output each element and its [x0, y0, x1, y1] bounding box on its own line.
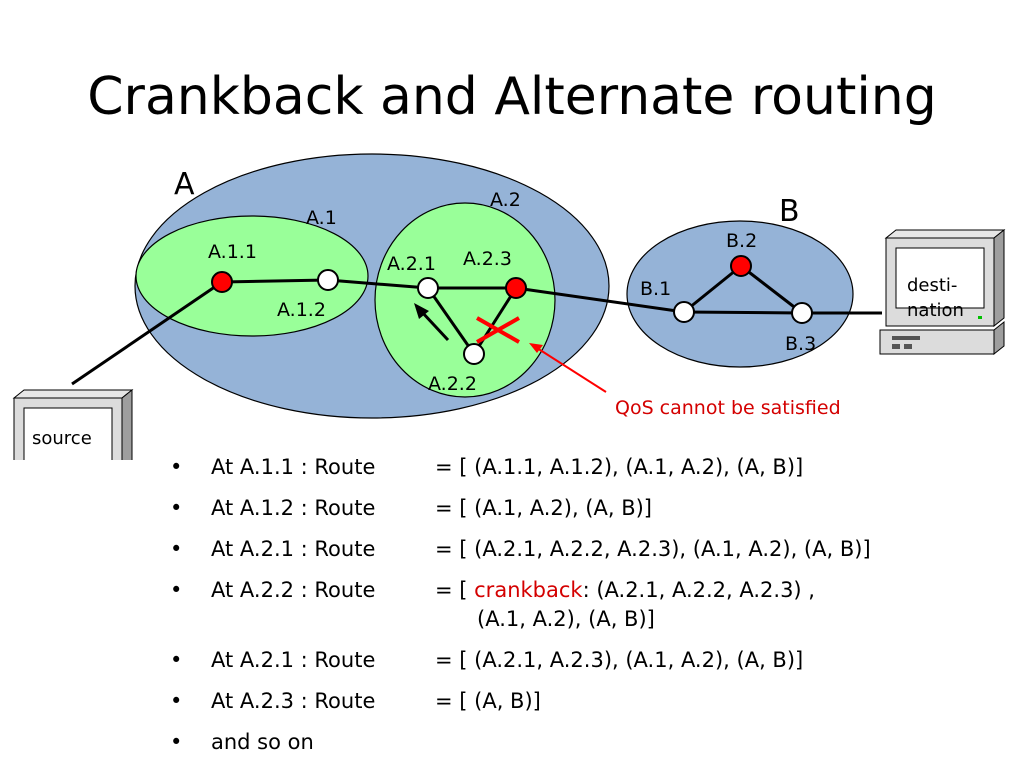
label-area-a1: A.1: [306, 207, 337, 229]
bullet-marker: •: [170, 648, 183, 672]
node-a21: [417, 277, 439, 299]
bullet-route: = [ (A, B)]: [435, 689, 541, 713]
bullet-label: At A.1.2 : Route: [211, 496, 376, 520]
label-destination-line2: nation: [907, 300, 964, 321]
bullet-route: = [ crankback: (A.2.1, A.2.2, A.2.3) ,: [435, 576, 815, 605]
node-a23: [505, 277, 527, 299]
link-a11-a12: [221, 278, 329, 284]
label-node-b3: B.3: [785, 333, 816, 355]
failure-x-mark: [476, 316, 520, 344]
link-source-a11: [71, 280, 223, 386]
node-b2: [730, 255, 752, 277]
label-domain-a: A: [174, 167, 195, 202]
route-list: • At A.1.1 : Route = [ (A.1.1, A.1.2), (…: [170, 453, 1010, 769]
route-prefix: = [: [435, 578, 475, 602]
bullet-marker: •: [170, 730, 183, 754]
annotation-pointer-head: [529, 343, 543, 353]
bullet-marker: •: [170, 537, 183, 561]
source-computer-icon: [12, 388, 134, 460]
label-node-a11: A.1.1: [208, 241, 257, 263]
node-b1: [673, 301, 695, 323]
bullet-route: = [ (A.2.1, A.2.2, A.2.3), (A.1, A.2), (…: [435, 537, 871, 561]
label-domain-b: B: [779, 194, 800, 229]
crankback-highlight: crankback: [474, 578, 583, 602]
bullet-label: At A.2.3 : Route: [211, 689, 376, 713]
list-item: • At A.2.3 : Route = [ (A, B)]: [170, 687, 1010, 716]
domain-b: [626, 220, 854, 368]
bullet-label: At A.2.2 : Route: [211, 578, 376, 602]
bullet-label: and so on: [211, 730, 314, 754]
label-node-b2: B.2: [726, 230, 757, 252]
link-b1-b2: [683, 264, 742, 314]
bullet-marker: •: [170, 578, 183, 602]
label-qos: QoS cannot be satisfied: [615, 397, 841, 419]
bullet-label: At A.2.1 : Route: [211, 648, 376, 672]
node-b3: [791, 302, 813, 324]
network-diagram: A B A.1 A.2 A.1.1 A.1.2 A.2.1 A.2.3 A.2.…: [12, 153, 1006, 460]
link-a21-a22: [426, 287, 476, 355]
label-area-a2: A.2: [490, 189, 521, 211]
list-item: • At A.1.1 : Route = [ (A.1.1, A.1.2), (…: [170, 453, 1010, 482]
node-a11: [211, 271, 233, 293]
bullet-route: = [ (A.1, A.2), (A, B)]: [435, 496, 652, 520]
label-node-a21: A.2.1: [387, 253, 436, 275]
crankback-arrow: [419, 309, 450, 342]
label-source: source: [32, 428, 92, 449]
node-a22: [463, 343, 485, 365]
link-b1-b3: [683, 310, 803, 315]
area-a1: [135, 215, 369, 337]
area-a2: [374, 202, 556, 398]
label-node-b1: B.1: [640, 278, 671, 300]
route-continuation: (A.1, A.2), (A, B)]: [477, 607, 655, 631]
route-rest: : (A.2.1, A.2.2, A.2.3) ,: [582, 578, 815, 602]
list-item: • At A.2.1 : Route = [ (A.2.1, A.2.3), (…: [170, 646, 1010, 675]
link-a12-a21: [327, 278, 429, 290]
label-node-a23: A.2.3: [463, 248, 512, 270]
link-a23-b1: [515, 286, 685, 314]
list-item: • At A.2.1 : Route = [ (A.2.1, A.2.2, A.…: [170, 535, 1010, 564]
label-node-a12: A.1.2: [277, 299, 326, 321]
list-item: • At A.2.2 : Route = [ crankback: (A.2.1…: [170, 576, 1010, 634]
list-item: • At A.1.2 : Route = [ (A.1, A.2), (A, B…: [170, 494, 1010, 523]
list-item: • and so on: [170, 728, 1010, 757]
link-b2-b3: [740, 264, 803, 315]
bullet-route: = [ (A.1.1, A.1.2), (A.1, A.2), (A, B)]: [435, 455, 804, 479]
bullet-label: At A.1.1 : Route: [211, 455, 376, 479]
bullet-label: At A.2.1 : Route: [211, 537, 376, 561]
destination-computer-icon: [879, 228, 1006, 356]
crankback-arrowhead: [414, 303, 429, 319]
label-destination-line1: desti-: [907, 275, 957, 296]
annotation-pointer: [536, 347, 607, 393]
bullet-marker: •: [170, 689, 183, 713]
bullet-marker: •: [170, 455, 183, 479]
link-a22-a23: [472, 287, 518, 355]
slide-title: Crankback and Alternate routing: [87, 67, 937, 127]
bullet-marker: •: [170, 496, 183, 520]
label-node-a22: A.2.2: [428, 373, 477, 395]
bullet-route: = [ (A.2.1, A.2.3), (A.1, A.2), (A, B)]: [435, 648, 804, 672]
node-a12: [317, 269, 339, 291]
